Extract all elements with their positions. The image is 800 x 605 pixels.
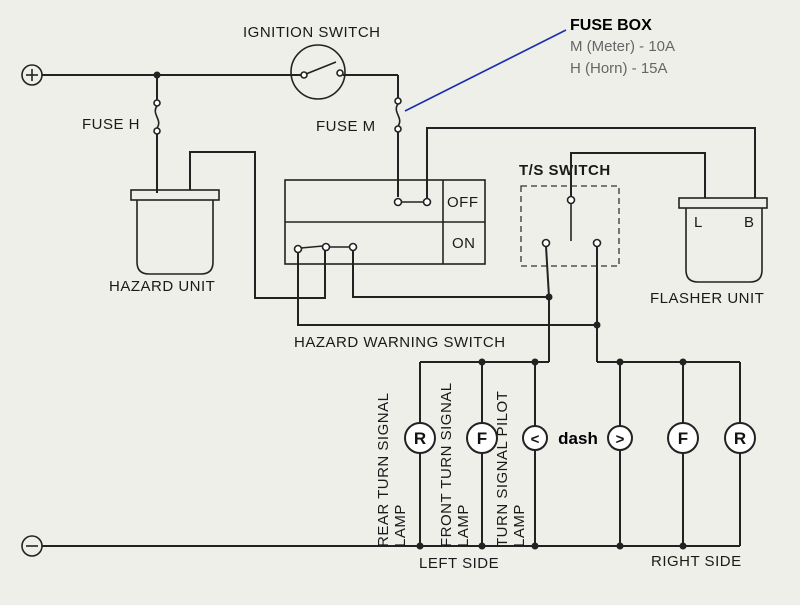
rear-lamp-label: REAR TURN SIGNAL LAMP bbox=[375, 393, 409, 547]
hazard-warning-switch bbox=[284, 179, 486, 265]
right-rear-lamp: R bbox=[724, 422, 756, 454]
fuse-h-label: FUSE H bbox=[82, 116, 140, 133]
hazard-switch-on-label: ON bbox=[452, 235, 476, 252]
positive-terminal bbox=[21, 64, 43, 86]
left-front-lamp-letter: F bbox=[477, 429, 487, 448]
fuse-box-line-h: H (Horn) - 15A bbox=[570, 60, 668, 77]
pilot-lamp-label: TURN SIGNAL PILOT LAMP bbox=[494, 391, 528, 547]
dash-label: dash bbox=[558, 429, 598, 448]
ts-switch-label: T/S SWITCH bbox=[519, 162, 611, 179]
hazard-unit-label: HAZARD UNIT bbox=[109, 278, 215, 295]
left-rear-lamp: R bbox=[404, 422, 436, 454]
fuse-box-title: FUSE BOX bbox=[570, 17, 652, 34]
flasher-l-label: L bbox=[694, 214, 703, 231]
hazard-unit bbox=[130, 189, 220, 275]
front-lamp-label-line1: FRONT TURN SIGNAL bbox=[438, 382, 455, 547]
negative-terminal bbox=[21, 535, 43, 557]
fuse-m-label: FUSE M bbox=[316, 118, 376, 135]
ts-switch-box bbox=[520, 185, 620, 267]
fuse-box-line-m: M (Meter) - 10A bbox=[570, 38, 675, 55]
flasher-unit bbox=[678, 197, 768, 283]
flasher-b-label: B bbox=[744, 214, 755, 231]
flasher-unit-label: FLASHER UNIT bbox=[650, 290, 764, 307]
ignition-switch bbox=[290, 44, 348, 100]
left-rear-lamp-letter: R bbox=[414, 429, 426, 448]
right-side-label: RIGHT SIDE bbox=[651, 553, 742, 570]
front-lamp-label-line2: LAMP bbox=[455, 504, 472, 547]
pilot-lamp-label-line1: TURN SIGNAL PILOT bbox=[494, 391, 511, 547]
left-front-lamp: F bbox=[466, 422, 498, 454]
right-pilot-lamp-symbol: > bbox=[616, 431, 625, 448]
fuse-m bbox=[394, 97, 402, 197]
flasher-l-wire bbox=[570, 152, 706, 198]
right-front-lamp-letter: F bbox=[678, 429, 688, 448]
left-pilot-lamp: < bbox=[522, 425, 548, 451]
left-side-label: LEFT SIDE bbox=[419, 555, 499, 572]
right-front-lamp: F bbox=[667, 422, 699, 454]
hazard-unit-output-wire bbox=[189, 151, 326, 299]
front-lamp-label: FRONT TURN SIGNAL LAMP bbox=[438, 382, 472, 547]
ground-bus-wire bbox=[42, 542, 740, 550]
rear-lamp-label-line1: REAR TURN SIGNAL bbox=[375, 393, 392, 547]
left-pilot-lamp-symbol: < bbox=[531, 431, 540, 448]
pilot-lamp-label-line2: LAMP bbox=[511, 504, 528, 547]
right-rear-lamp-letter: R bbox=[734, 429, 746, 448]
fuse-box-pointer bbox=[404, 29, 567, 112]
hazard-warning-switch-label: HAZARD WARNING SWITCH bbox=[294, 334, 506, 351]
flasher-b-wire bbox=[426, 127, 756, 198]
ignition-switch-label: IGNITION SWITCH bbox=[243, 24, 381, 41]
rear-lamp-label-line2: LAMP bbox=[392, 504, 409, 547]
ts-switch bbox=[541, 195, 602, 248]
hazard-switch-off-label: OFF bbox=[447, 194, 479, 211]
right-pilot-lamp: > bbox=[607, 425, 633, 451]
fuse-h bbox=[153, 75, 161, 193]
